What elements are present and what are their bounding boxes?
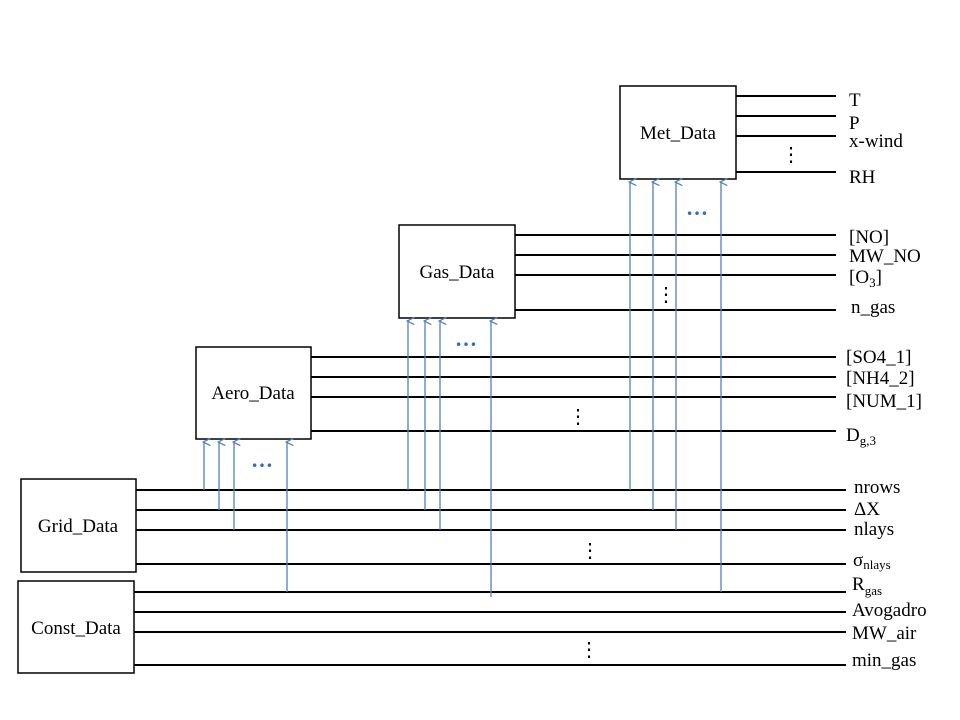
met-var-p: P: [849, 113, 860, 134]
grid-vars-ellipsis: ⋮: [580, 540, 600, 562]
const-data-label: Const_Data: [31, 618, 121, 639]
gas-data-label: Gas_Data: [420, 262, 495, 283]
aero-data-lines: [311, 356, 836, 432]
grid-data-box: Grid_Data: [20, 478, 137, 573]
met-data-box: Met_Data: [619, 85, 737, 180]
aero-var-dg-main: D: [846, 425, 860, 446]
grid-data-label: Grid_Data: [38, 516, 119, 537]
met-data-lines: [736, 95, 836, 173]
grid-var-nlays: nlays: [854, 519, 894, 540]
aero-data-box: Aero_Data: [195, 346, 312, 440]
grid-var-nrows: nrows: [854, 477, 900, 498]
gas-var-mw-no: MW_NO: [849, 246, 921, 267]
met-inputs-ellipsis: …: [686, 195, 708, 220]
const-var-avogadro: Avogadro: [852, 600, 927, 621]
aero-var-so4: [SO4_1]: [846, 347, 911, 368]
const-data-lines: [134, 591, 846, 666]
aero-var-dg: Dg,3: [846, 425, 876, 448]
const-var-mw-air: MW_air: [852, 623, 917, 644]
grid-var-sigma: σnlays: [853, 550, 891, 572]
gas-var-o3-close: ]: [876, 267, 882, 288]
gas-inputs-ellipsis: …: [455, 326, 477, 351]
gas-vars-ellipsis: ⋮: [656, 284, 676, 306]
grid-var-sigma-main: σ: [853, 550, 863, 571]
connector-arrows: [204, 182, 721, 597]
met-var-x-wind: x-wind: [849, 131, 903, 152]
gas-var-no: [NO]: [849, 227, 889, 248]
aero-var-dg-sub: g,3: [860, 433, 876, 448]
const-var-rgas-main: R: [852, 574, 865, 595]
grid-var-sigma-sub: nlays: [863, 557, 890, 572]
const-var-min-gas: min_gas: [852, 650, 916, 671]
aero-var-nh4: [NH4_2]: [846, 368, 915, 389]
met-data-label: Met_Data: [640, 123, 717, 144]
const-data-box: Const_Data: [17, 580, 135, 674]
gas-var-o3-open: [O: [849, 267, 869, 288]
grid-var-dx: ΔX: [854, 499, 880, 520]
const-var-rgas: Rgas: [852, 574, 882, 598]
const-vars-ellipsis: ⋮: [579, 639, 599, 661]
met-vars-ellipsis: ⋮: [781, 144, 801, 166]
met-var-rh: RH: [849, 167, 876, 188]
aero-vars-ellipsis: ⋮: [568, 406, 588, 428]
aero-inputs-ellipsis: …: [251, 447, 273, 472]
gas-var-o3: [O3]: [849, 267, 882, 290]
gas-var-n-gas: n_gas: [851, 297, 895, 318]
aero-var-num: [NUM_1]: [846, 391, 922, 412]
aero-data-label: Aero_Data: [211, 383, 295, 404]
gas-var-o3-sub: 3: [869, 275, 876, 290]
gas-data-box: Gas_Data: [398, 224, 516, 319]
met-var-t: T: [849, 90, 861, 111]
const-var-rgas-sub: gas: [865, 583, 882, 598]
